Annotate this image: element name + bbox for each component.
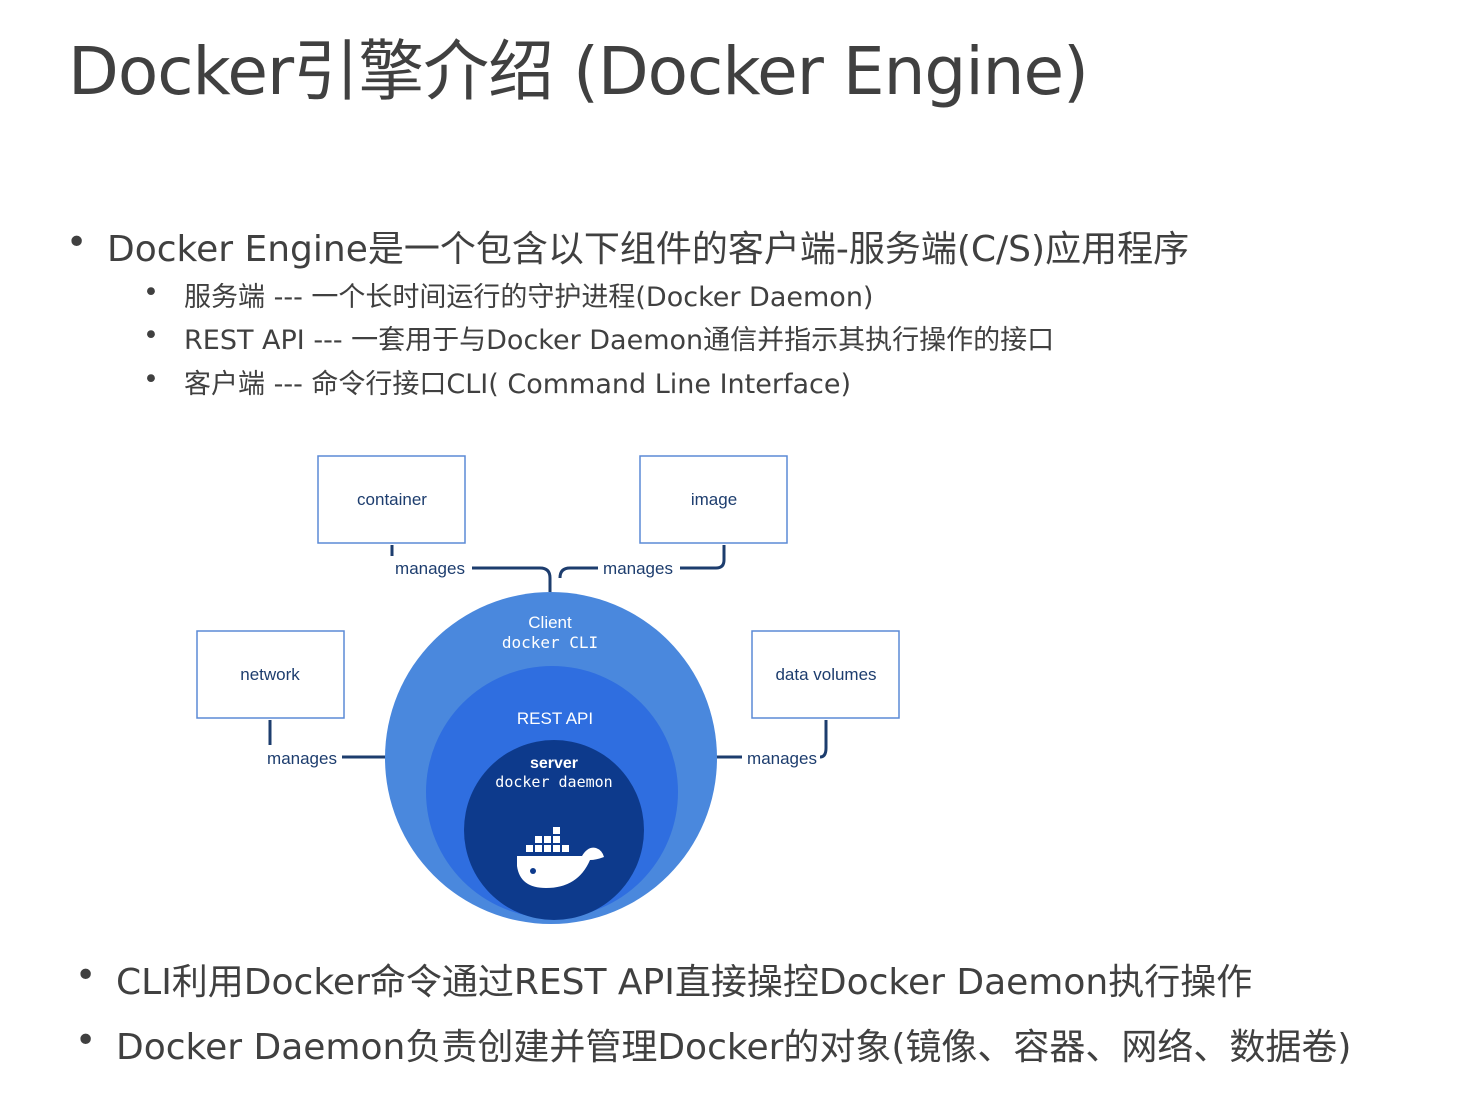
server-subtitle: docker daemon [495,773,612,791]
box-image: image [639,455,788,544]
bullet-dot: • [66,222,88,263]
bottom-bullet-cli: CLI利用Docker命令通过REST API直接操控Docker Daemon… [116,962,1253,1003]
box-network: network [196,630,345,719]
sub-bullet-dot: • [143,277,159,308]
box-volumes-label: data volumes [775,665,876,684]
bottom-bullet-daemon: Docker Daemon负责创建并管理Docker的对象(镜像、容器、网络、数… [116,1027,1352,1068]
connector-lines [268,545,828,759]
bullet-dot: • [75,1020,97,1061]
sub-bullet-dot: • [143,320,159,351]
manages-label-container: manages [395,559,465,578]
manages-label-volumes: manages [747,749,817,768]
rest-api-label: REST API [517,709,593,728]
box-container-label: container [357,490,427,509]
docker-whale-icon [517,827,604,888]
sub-bullet-client: 客户端 --- 命令行接口CLI( Command Line Interface… [184,369,851,400]
slide-title: Docker引擎介绍 (Docker Engine) [68,33,1089,110]
sub-bullet-dot: • [143,364,159,395]
manages-label-image: manages [603,559,673,578]
server-title: server [530,755,578,772]
client-subtitle: docker CLI [502,633,598,652]
box-container: container [317,455,466,544]
manages-label-network: manages [267,749,337,768]
bullet-main: Docker Engine是一个包含以下组件的客户端-服务端(C/S)应用程序 [107,229,1190,270]
box-image-label: image [691,490,737,509]
sub-bullet-server: 服务端 --- 一个长时间运行的守护进程(Docker Daemon) [184,282,874,313]
box-data-volumes: data volumes [751,630,900,719]
sub-bullet-rest-api: REST API --- 一套用于与Docker Daemon通信并指示其执行操… [184,325,1055,356]
client-title: Client [528,613,572,632]
bullet-dot: • [75,955,97,996]
box-network-label: network [240,665,300,684]
